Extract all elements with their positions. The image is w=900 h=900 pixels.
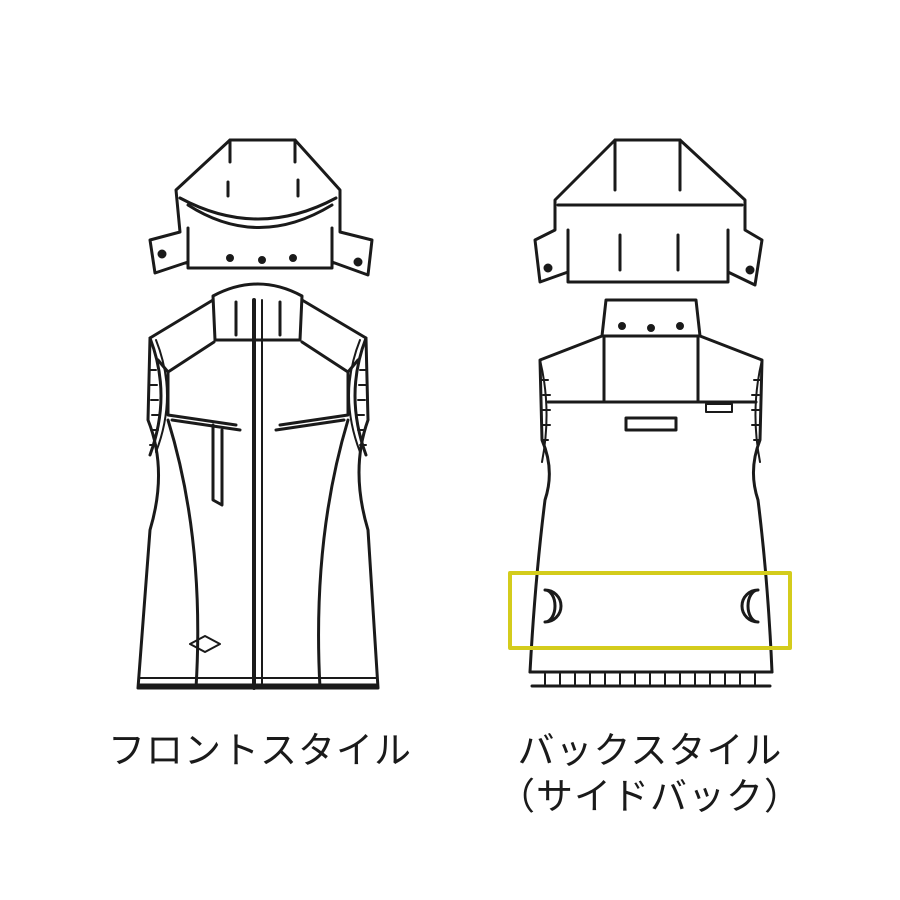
front-vest bbox=[136, 282, 380, 690]
back-style-caption: バックスタイル bbox=[517, 729, 783, 772]
front-style-caption: フロントスタイル bbox=[108, 729, 412, 772]
highlight-box bbox=[508, 571, 792, 650]
back-vest bbox=[528, 298, 774, 688]
front-hood bbox=[148, 138, 374, 277]
side-back-caption: （サイドバック） bbox=[498, 775, 802, 818]
back-hood bbox=[533, 138, 764, 287]
